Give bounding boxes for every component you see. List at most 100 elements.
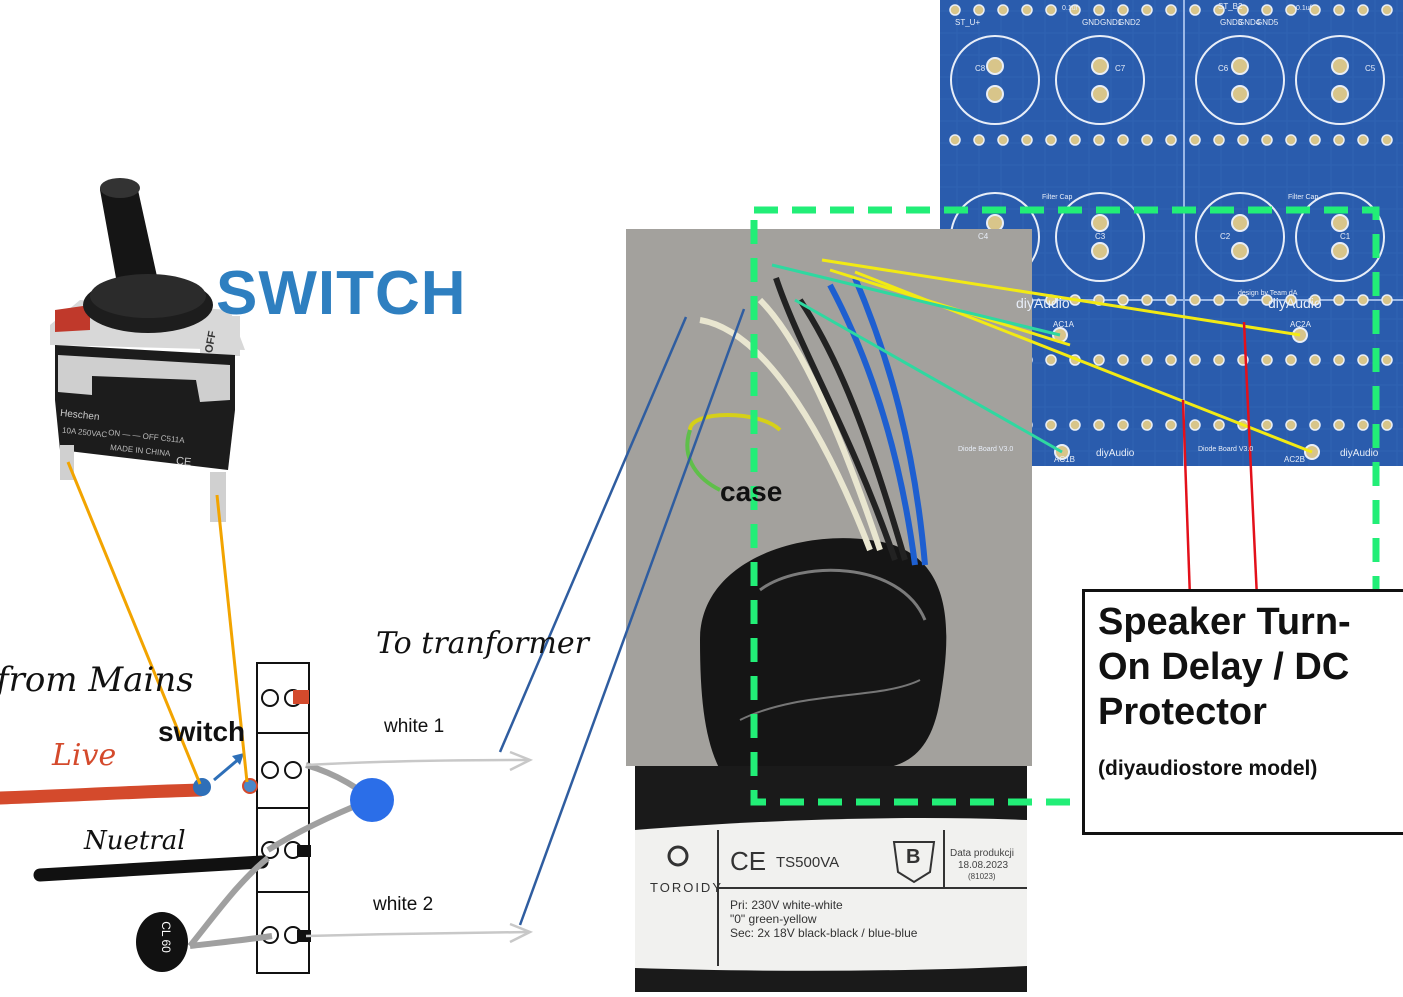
toggle-switch bbox=[50, 178, 245, 522]
pcb-pad bbox=[1045, 4, 1057, 16]
pcb-pad bbox=[1141, 294, 1153, 306]
pcb-brand-left: diyAudio bbox=[1016, 295, 1070, 311]
pcb-pad bbox=[1165, 4, 1177, 16]
switch-wire-1 bbox=[66, 461, 202, 785]
pcb-cap-label: C5 bbox=[1365, 64, 1376, 73]
case-label: case bbox=[720, 476, 783, 507]
pcb-pad bbox=[1189, 134, 1201, 146]
pcb-pad bbox=[1141, 134, 1153, 146]
pcb-pad bbox=[1285, 419, 1297, 431]
pcb-pad bbox=[1357, 134, 1369, 146]
transformer-date-label: Data produkcji bbox=[950, 848, 1014, 859]
pcb-pad bbox=[1381, 134, 1393, 146]
pcb-pad bbox=[1261, 419, 1273, 431]
switch-ce: CE bbox=[175, 455, 192, 469]
neutral-wire bbox=[33, 855, 269, 882]
pcb-brand-bottom: diyAudio bbox=[1096, 448, 1135, 459]
splice-connector bbox=[350, 778, 394, 822]
pcb-pad bbox=[1117, 4, 1129, 16]
pcb-cap-pad bbox=[986, 57, 1004, 75]
pcb-pad bbox=[1117, 294, 1129, 306]
link-line-white1 bbox=[498, 316, 688, 753]
pcb-cap-label: C7 bbox=[1115, 64, 1126, 73]
pcb-cap-label: C3 bbox=[1095, 232, 1106, 241]
pcb-top-pad-label: ST_B2 bbox=[1218, 2, 1243, 11]
pcb-pad bbox=[1309, 134, 1321, 146]
pcb-pad bbox=[973, 4, 985, 16]
pcb-pad bbox=[1213, 354, 1225, 366]
pcb-ac-label: AC2B bbox=[1284, 455, 1305, 464]
pcb-pad bbox=[1309, 354, 1321, 366]
transformer-label-photo bbox=[635, 766, 1027, 992]
pcb-pad bbox=[1069, 419, 1081, 431]
pcb-top-pad-label: GND4 bbox=[1238, 18, 1261, 27]
white2-label: white 2 bbox=[373, 894, 434, 915]
from-mains-label: from Mains bbox=[0, 660, 194, 700]
pcb-pad bbox=[973, 134, 985, 146]
pcb-cap-pad bbox=[1091, 57, 1109, 75]
pcb-pad bbox=[1237, 134, 1249, 146]
pcb-pad bbox=[1285, 294, 1297, 306]
pcb-pad bbox=[1141, 4, 1153, 16]
pcb-pad bbox=[1309, 294, 1321, 306]
terminal-screw bbox=[261, 761, 279, 779]
live-wire bbox=[0, 783, 207, 805]
pcb-pad bbox=[1237, 4, 1249, 16]
pcb-top-pad-label: GND3 bbox=[1220, 18, 1243, 27]
pcb-connection-lines bbox=[771, 258, 1313, 599]
pcb-pad bbox=[1069, 4, 1081, 16]
pcb-pad bbox=[1357, 354, 1369, 366]
pcb-pad bbox=[1285, 354, 1297, 366]
pcb-top-pad-label: GND1 bbox=[1100, 18, 1123, 27]
pcb-pad bbox=[1093, 4, 1105, 16]
terminal-screw bbox=[261, 689, 279, 707]
to-transformer-label: To tranformer bbox=[376, 626, 589, 661]
pcb-cap-pad bbox=[986, 85, 1004, 103]
pcb-pad bbox=[1381, 354, 1393, 366]
switch-junction bbox=[242, 778, 258, 794]
pcb-ac-label: AC1B bbox=[1054, 455, 1075, 464]
pcb-pad bbox=[1045, 419, 1057, 431]
live-junction bbox=[193, 778, 211, 796]
pcb-pad bbox=[1165, 294, 1177, 306]
pcb-pad bbox=[1381, 294, 1393, 306]
pcb-cap-pad bbox=[1231, 214, 1249, 232]
transformer-sec: Sec: 2x 18V black-black / blue-blue bbox=[730, 926, 918, 940]
pcb-pad bbox=[1117, 419, 1129, 431]
pcb-pad bbox=[1045, 354, 1057, 366]
pcb-pad bbox=[1117, 354, 1129, 366]
pcb-board bbox=[940, 0, 1403, 466]
pcb-cap-outline bbox=[1295, 35, 1385, 125]
pcb-pad bbox=[1285, 134, 1297, 146]
pcb-pad bbox=[1141, 354, 1153, 366]
pcb-cap-pad bbox=[1331, 57, 1349, 75]
pcb-pad bbox=[1021, 134, 1033, 146]
pcb-cap-pad bbox=[1091, 242, 1109, 260]
pcb-pad bbox=[1261, 4, 1273, 16]
transformer-class-mark: B bbox=[906, 846, 921, 868]
pcb-pad bbox=[1045, 134, 1057, 146]
fuse-thermistor bbox=[136, 912, 188, 972]
pcb-cap-label: C1 bbox=[1340, 232, 1351, 241]
pcb-pad bbox=[1357, 294, 1369, 306]
pcb-cap-pad bbox=[1231, 57, 1249, 75]
pcb-cap-outline bbox=[1055, 35, 1145, 125]
terminal-block bbox=[256, 662, 311, 974]
pcb-pad bbox=[1021, 4, 1033, 16]
pcb-pad bbox=[949, 4, 961, 16]
pcb-cap-value-left: 0.1uf bbox=[1062, 5, 1078, 12]
pcb-brand-right: diyAudio bbox=[1268, 295, 1322, 311]
pcb-pad bbox=[1189, 294, 1201, 306]
pcb-pad bbox=[1381, 419, 1393, 431]
pcb-pad bbox=[1093, 354, 1105, 366]
pcb-pad bbox=[1165, 134, 1177, 146]
pcb-pad bbox=[949, 134, 961, 146]
white1-wire bbox=[305, 758, 529, 767]
pcb-cap-value-right: 0.1uf bbox=[1296, 5, 1312, 12]
pcb-pad bbox=[1309, 419, 1321, 431]
pcb-pad bbox=[1213, 294, 1225, 306]
pcb-cap-outline bbox=[950, 35, 1040, 125]
pcb-board-name-left: Diode Board V3.0 bbox=[958, 446, 1014, 453]
pcb-capacitor-pads bbox=[950, 35, 1385, 282]
